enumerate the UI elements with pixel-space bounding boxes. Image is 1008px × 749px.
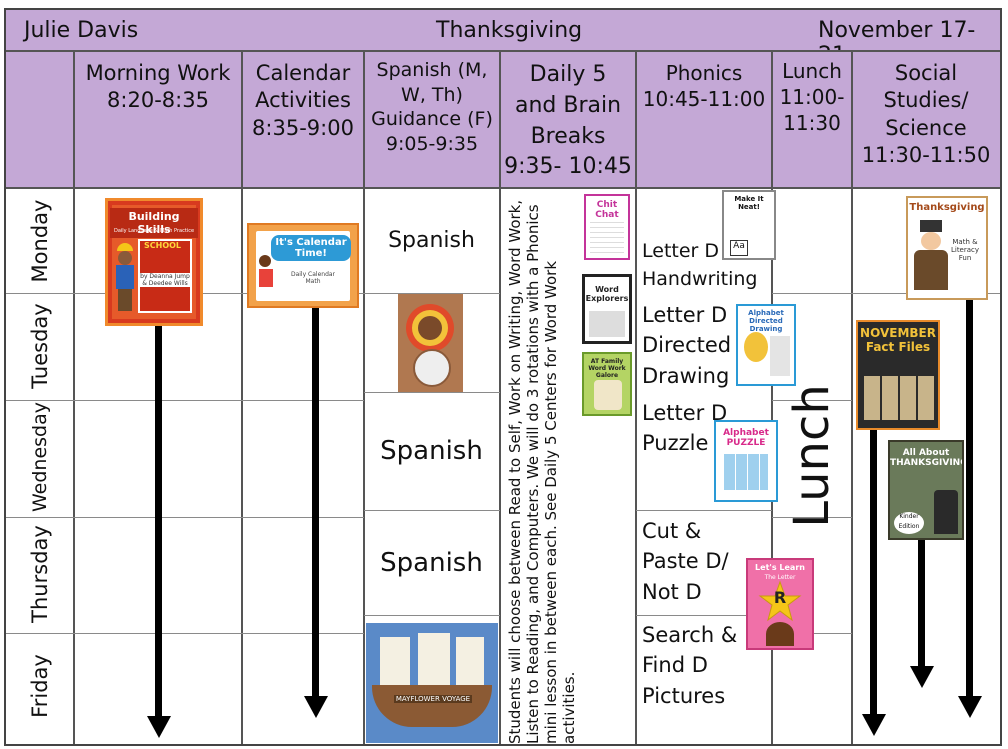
day-friday: Friday: [28, 654, 52, 718]
make-it-neat-thumbnail: Make It Neat! Aa: [722, 190, 776, 260]
building-skills-credit: by Deanna Jump & Deedee Wills: [138, 273, 192, 287]
chit-chat-title: Chit Chat: [595, 200, 619, 220]
col-header-lunch: Lunch 11:00- 11:30: [779, 59, 845, 135]
lets-learn-thumbnail: Let's Learn The Letter R: [746, 558, 814, 650]
lets-learn-subtitle: The Letter: [764, 574, 796, 581]
thanksgiving-math-literacy-thumbnail: Thanksgiving Math & Literacy Fun: [906, 196, 988, 300]
spanish-thursday: Spanish: [380, 548, 483, 578]
col-header-daily5: Daily 5 and Brain Breaks 9:35- 10:45: [504, 62, 632, 180]
phonics-friday: Search & Find D Pictures: [642, 623, 738, 708]
word-explorers-thumbnail: Word Explorers: [582, 274, 632, 344]
chit-chat-thumbnail: Chit Chat: [584, 194, 630, 260]
november-facts-title: NOVEMBER Fact Files: [860, 326, 936, 354]
thanksgiving-title: Thanksgiving: [909, 202, 985, 213]
day-thursday: Thursday: [28, 525, 52, 623]
calendar-time-thumbnail: It's Calendar Time! Daily Calendar Math: [247, 223, 359, 308]
spanish-wednesday: Spanish: [380, 436, 483, 466]
teacher-name: Julie Davis: [24, 18, 139, 43]
column-header-row: [6, 52, 1000, 188]
alphabet-puzzle-title: Alphabet PUZZLE: [723, 428, 769, 448]
col-header-phonics: Phonics 10:45-11:00: [642, 61, 766, 111]
phonics-monday: Letter D Handwriting: [642, 240, 758, 290]
col-header-morning-work: Morning Work 8:20-8:35: [85, 61, 231, 113]
lets-learn-title: Let's Learn: [755, 563, 805, 572]
phonics-wednesday: Letter D Puzzle: [642, 401, 728, 456]
lets-learn-letter: R: [773, 588, 787, 607]
building-skills-thumbnail: Building Skills Daily Language & Math Pr…: [105, 198, 203, 326]
alphabet-drawing-thumbnail: Alphabet Directed Drawing: [736, 304, 796, 386]
lunch-label: Lunch: [784, 384, 840, 528]
make-it-neat-title: Make It Neat!: [734, 195, 764, 211]
word-work-galore-thumbnail: AT Family Word Work Galore: [582, 352, 632, 416]
alphabet-drawing-title: Alphabet Directed Drawing: [748, 309, 784, 333]
building-skills-subtitle: Daily Language & Math Practice: [113, 228, 195, 234]
phonics-tuesday: Letter D Directed Drawing: [642, 303, 732, 388]
day-tuesday: Tuesday: [28, 303, 52, 389]
col-header-social-studies: Social Studies/ Science 11:30-11:50: [861, 61, 991, 167]
calendar-title: It's Calendar Time!: [271, 235, 351, 261]
construction-kid-icon: [114, 243, 136, 313]
turkey-craft-photo: [398, 294, 463, 392]
all-about-thanksgiving-thumbnail: All About THANKSGIVING Kinder Edition: [888, 440, 964, 540]
building-skills-title: Building Skills: [110, 208, 198, 238]
all-about-subtitle: Kinder Edition: [894, 512, 924, 534]
daily5-note: Students will choose between Read to Sel…: [506, 199, 578, 744]
col-header-calendar: Calendar Activities 8:35-9:00: [252, 61, 354, 140]
day-wednesday: Wednesday: [29, 402, 51, 513]
thanksgiving-subtitle: Math & Literacy Fun: [950, 238, 980, 262]
word-work-title: AT Family Word Work Galore: [588, 358, 626, 379]
mayflower-label: MAYFLOWER VOYAGE: [394, 695, 472, 703]
november-fact-files-thumbnail: NOVEMBER Fact Files: [856, 320, 940, 430]
phonics-thursday: Cut & Paste D/ Not D: [642, 519, 729, 604]
all-about-title: All About THANKSGIVING: [890, 448, 964, 468]
word-explorers-title: Word Explorers: [585, 285, 629, 303]
day-monday: Monday: [28, 199, 52, 283]
col-header-spanish: Spanish (M, W, Th) Guidance (F) 9:05-9:3…: [371, 59, 493, 156]
mayflower-photo: MAYFLOWER VOYAGE: [366, 623, 498, 743]
pilgrim-icon: [914, 220, 948, 294]
kid-icon: [259, 255, 273, 291]
school-badge: SCHOOL: [144, 241, 182, 250]
calendar-subtitle: Daily Calendar Math: [290, 271, 336, 285]
star-icon: [758, 580, 802, 624]
title-bar: Julie Davis Thanksgiving November 17-21: [6, 10, 1000, 68]
lesson-plan-grid: Julie Davis Thanksgiving November 17-21 …: [4, 8, 1002, 746]
theme-title: Thanksgiving: [436, 18, 583, 43]
alphabet-puzzle-thumbnail: Alphabet PUZZLE: [714, 420, 778, 502]
spanish-monday: Spanish: [388, 228, 475, 253]
